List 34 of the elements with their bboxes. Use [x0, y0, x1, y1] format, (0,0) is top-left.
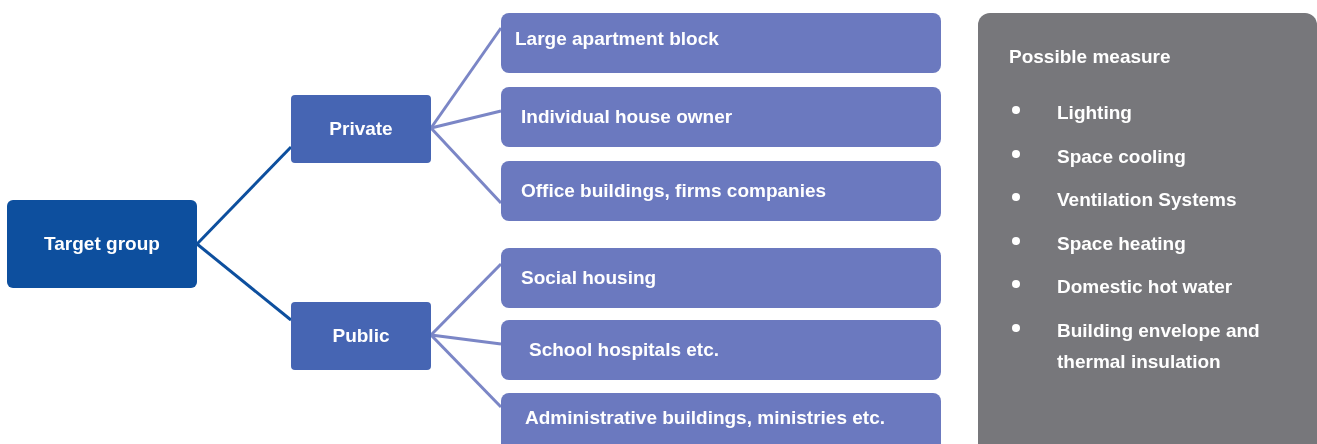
box-label: Social housing — [521, 265, 657, 290]
box-label: School hospitals etc. — [529, 337, 720, 362]
connector-line — [195, 145, 293, 246]
connector-line — [429, 126, 503, 205]
box-label: Individual house owner — [521, 104, 733, 129]
measure-item: Domestic hot water — [1057, 275, 1234, 299]
box-label: Public — [332, 323, 390, 348]
item-box — [501, 87, 941, 147]
connector-line — [429, 262, 503, 337]
connector-line — [429, 333, 503, 409]
measure-item: Space cooling — [1057, 144, 1187, 169]
box-label: Office buildings, firms companies — [521, 178, 827, 203]
root-box — [7, 200, 197, 288]
item-box — [501, 320, 941, 380]
box-label: Administrative buildings, ministries etc. — [525, 406, 886, 431]
box-label: Large apartment block — [515, 27, 719, 51]
measure-item: Ventilation Systems — [1057, 188, 1238, 212]
category-box — [291, 302, 431, 370]
connector-line — [196, 242, 292, 322]
measure-item: Building envelope and thermal insulation — [1057, 318, 1261, 374]
box-label: Private — [329, 116, 393, 141]
item-box — [501, 13, 941, 73]
connector-line — [430, 333, 502, 346]
connector-line — [429, 27, 503, 129]
measure-item: Lighting — [1057, 101, 1133, 125]
measure-item: Space heating — [1057, 231, 1187, 256]
panel-heading: Possible measure — [1009, 45, 1171, 69]
item-box — [501, 393, 941, 444]
connector-line — [430, 109, 502, 130]
measures-panel — [978, 13, 1317, 444]
box-label: Target group — [44, 231, 160, 256]
category-box — [291, 95, 431, 163]
item-box — [501, 248, 941, 308]
item-box — [501, 161, 941, 221]
